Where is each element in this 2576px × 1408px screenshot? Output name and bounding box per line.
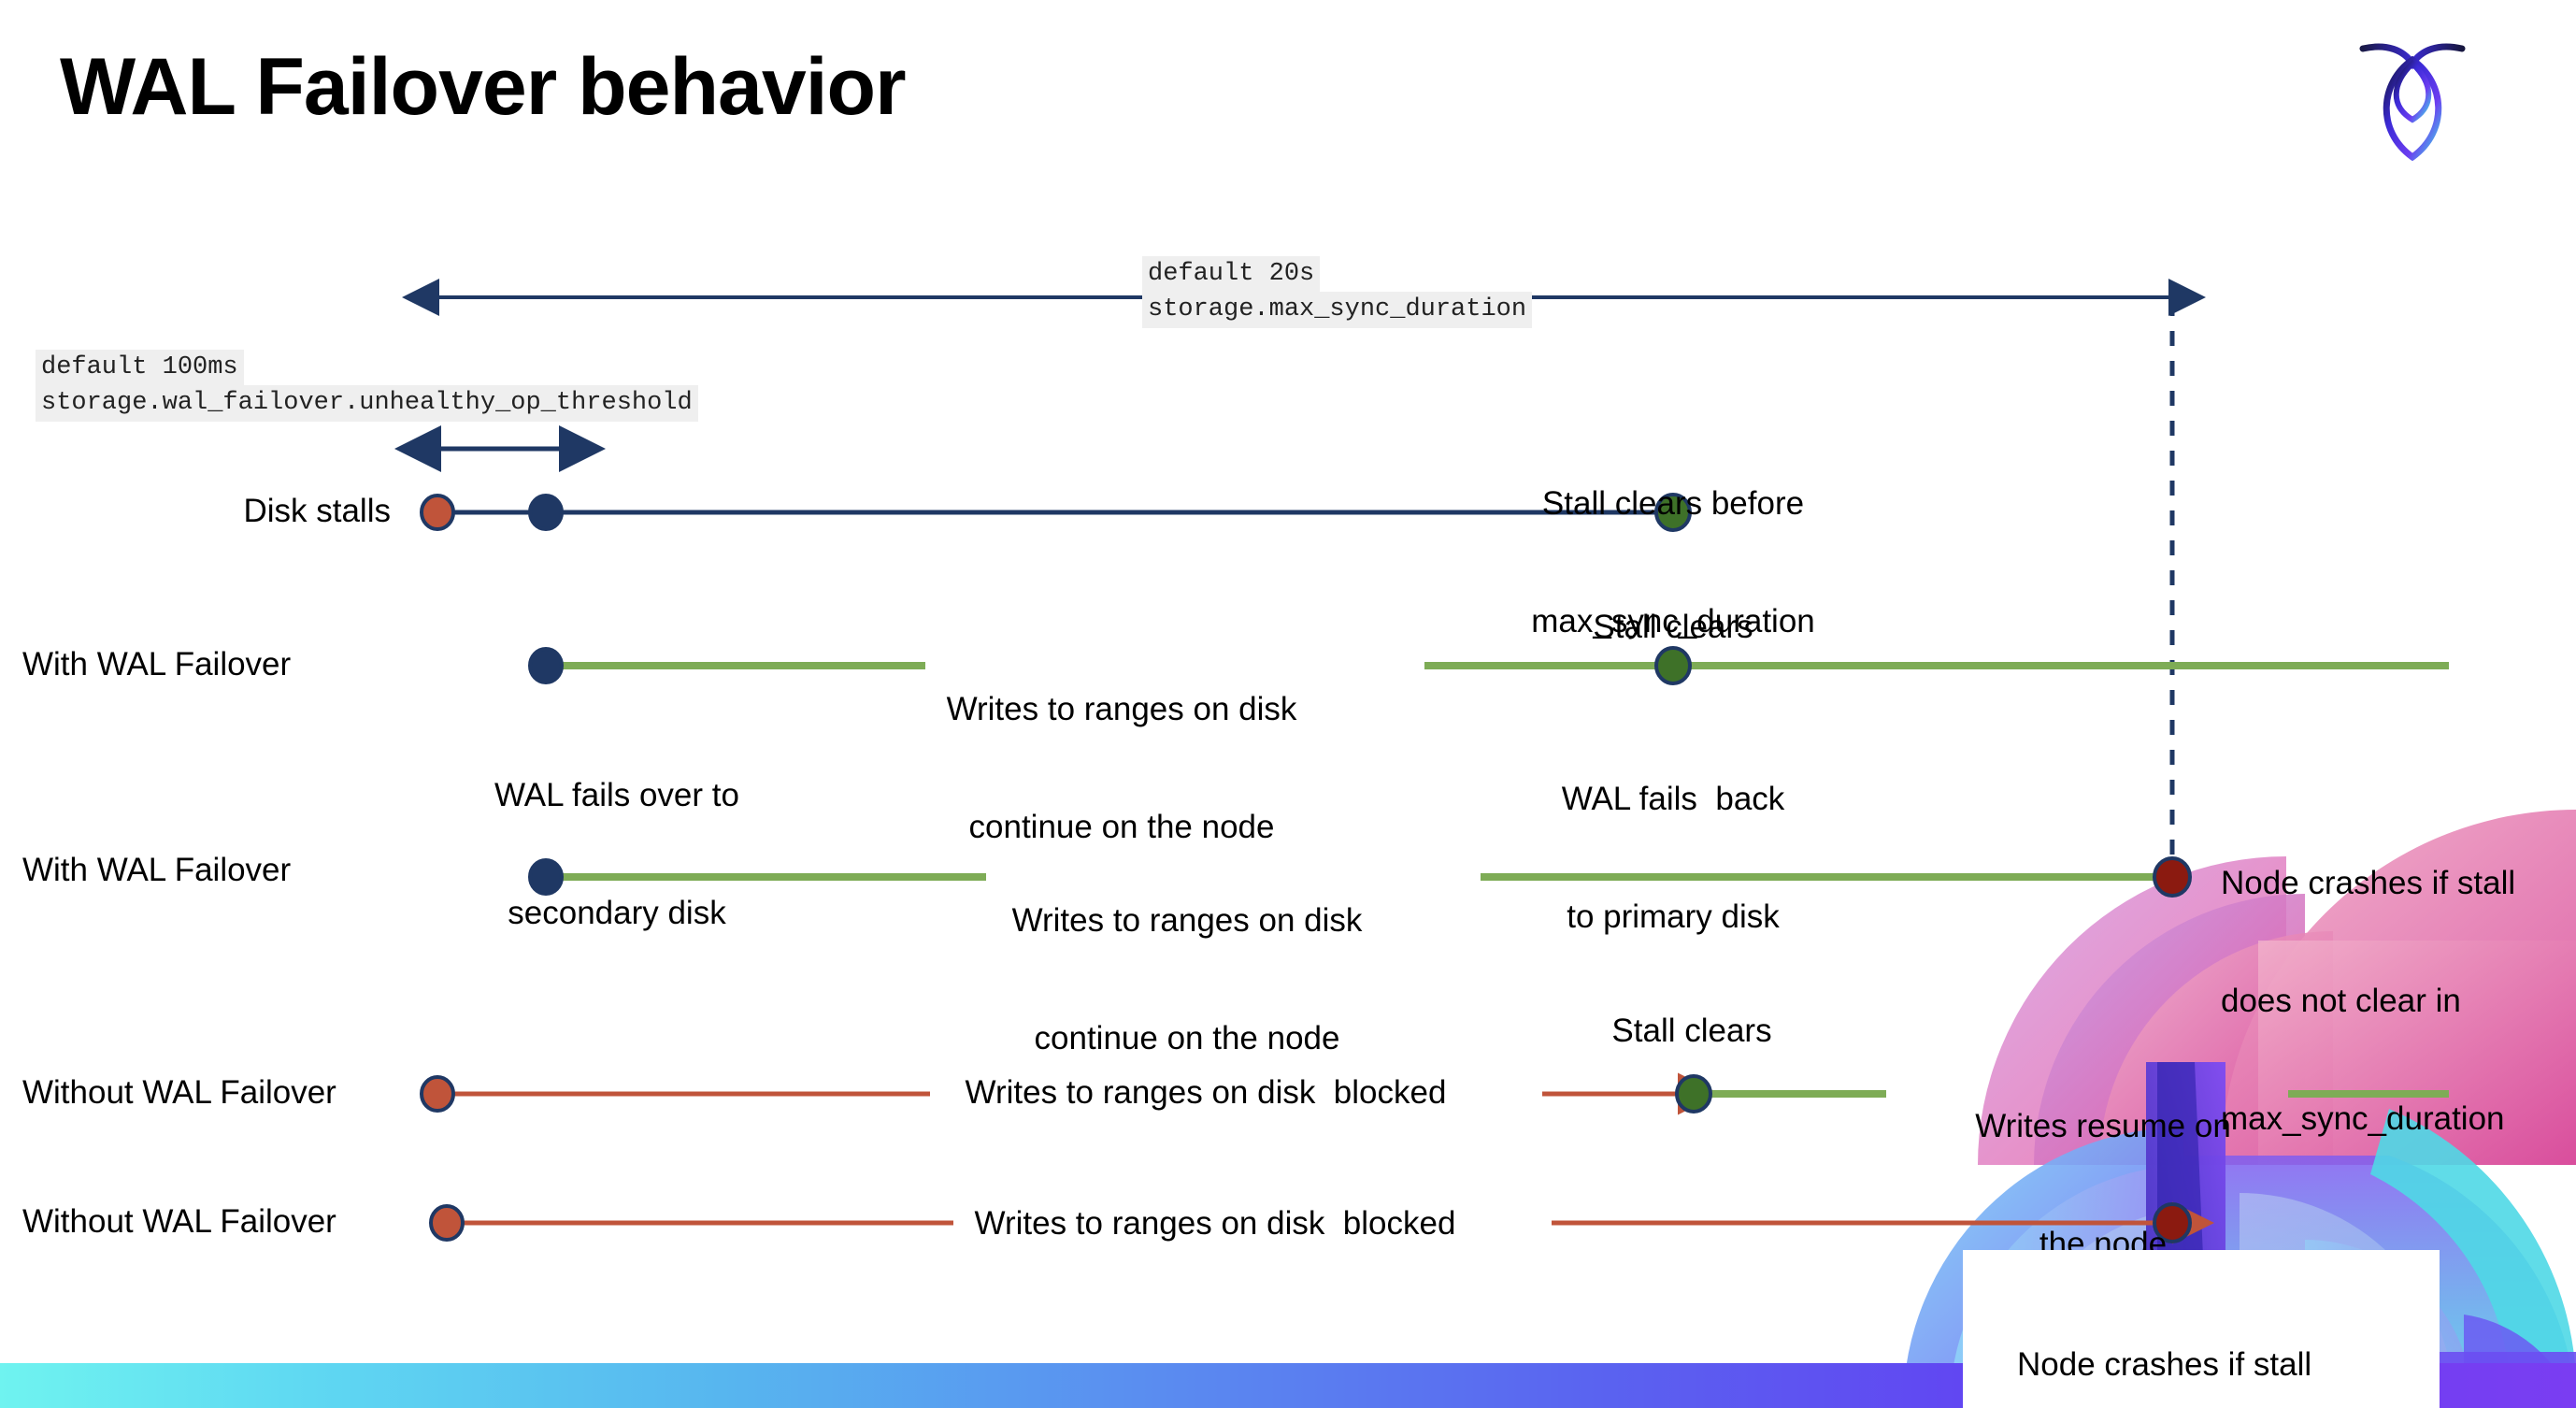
annotation-stall-clears-row4: Stall clears [1611,1013,1772,1049]
chip-group-unhealthy-op-threshold: default 100ms storage.wal_failover.unhea… [36,350,698,422]
annotation-line-1: Stall clears before [1541,485,1805,522]
annotation-line-2: secondary disk [508,895,726,931]
page-title: WAL Failover behavior [60,42,907,132]
annotation-writes-blocked-row4: Writes to ranges on disk blocked [965,1074,1447,1111]
marker-node-crash [2153,856,2192,898]
marker-threshold-reached [528,494,564,531]
annotation-writes-continue-row3: Writes to ranges on disk continue on the… [963,823,1411,1137]
marker-stall-begin [420,494,455,531]
chip-default-100ms: default 100ms [36,350,244,386]
annotation-line-1: Writes resume on [1975,1108,2231,1144]
row-disk-stalls [420,493,1692,532]
marker-stall-clears [1654,493,1692,532]
marker-wal-failover-2 [528,858,564,896]
annotation-line-2: continue on the node [968,809,1275,845]
annotation-line-1: Writes to ranges on disk [946,691,1297,727]
annotation-line-1: Node crashes if stall [2017,1346,2312,1383]
marker-stall-begin-2 [420,1075,455,1113]
annotation-line-2: max_sync_duration [1531,603,1815,639]
annotation-line-2: continue on the node [1034,1020,1340,1056]
marker-wal-failover [528,647,564,684]
row-label-without-wal-failover-1: Without WAL Failover [22,1074,336,1111]
annotation-stall-clears-row2: Stall clears [1593,609,1753,645]
annotation-writes-blocked-row5: Writes to ranges on disk blocked [974,1205,1456,1242]
chip-storage-wal-failover-unhealthy-op-threshold: storage.wal_failover.unhealthy_op_thresh… [36,385,698,422]
annotation-node-crashes-row5: Node crashes if stall does not clear in … [2017,1267,2428,1408]
marker-stall-clears-2 [1654,646,1692,685]
annotation-line-2: to primary disk [1567,898,1780,935]
annotation-line-1: Writes to ranges on disk [1011,902,1363,939]
row-label-with-wal-failover-1: With WAL Failover [22,646,292,682]
row-label-without-wal-failover-2: Without WAL Failover [22,1203,336,1240]
annotation-line-1: WAL fails over to [494,777,739,813]
annotation-line-1: Node crashes if stall [2221,865,2516,901]
row-label-with-wal-failover-2: With WAL Failover [22,852,292,888]
marker-stall-begin-3 [429,1204,465,1242]
annotation-wal-fails-over: WAL fails over to secondary disk [411,697,823,1012]
annotation-writes-continue-row2: Writes to ranges on disk continue on the… [897,611,1346,926]
cockroachdb-logo [2352,26,2473,166]
annotation-line-2: does not clear in [2221,983,2461,1019]
annotation-stall-clears-before: Stall clears before max_sync_duration [1458,406,1888,720]
chip-default-20s: default 20s [1142,256,1321,293]
marker-stall-clears-3 [1675,1074,1712,1113]
annotation-line-1: WAL fails back [1561,781,1785,817]
row-label-disk-stalls: Disk stalls [243,493,391,529]
chip-storage-max-sync-duration: storage.max_sync_duration [1142,292,1533,328]
row-with-wal-failover-clears [528,646,2449,685]
annotation-wal-fails-back: WAL fails back to primary disk [1467,701,1879,1015]
chip-group-max-sync-duration: default 20s storage.max_sync_duration [1142,256,1533,328]
